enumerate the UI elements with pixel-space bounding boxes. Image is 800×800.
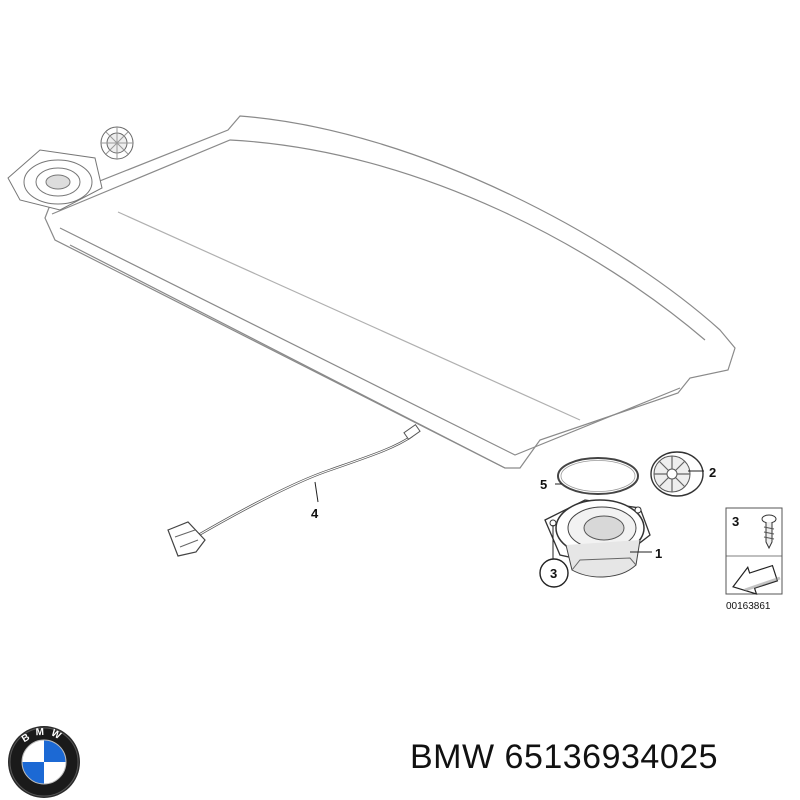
left-tweeter-grille — [100, 126, 134, 160]
tweeter-grille — [650, 451, 704, 497]
parcel-shelf — [44, 115, 736, 469]
legend-item-number: 3 — [732, 514, 739, 529]
callout-2: 2 — [709, 465, 716, 480]
midrange-speaker — [544, 499, 651, 578]
direction-arrow-icon — [732, 564, 781, 595]
leader-lines — [314, 470, 704, 560]
brand-part-line: BMW 65136934025 — [410, 738, 718, 777]
part-number: 65136934025 — [504, 738, 719, 776]
sealing-ring — [557, 457, 639, 495]
speaker-cable — [167, 424, 421, 557]
callout-3-circle — [539, 558, 569, 588]
diagram-ref-code: 00163861 — [726, 601, 771, 612]
bmw-roundel-icon: BMW — [6, 724, 82, 800]
callout-1: 1 — [655, 546, 662, 561]
callout-3: 3 — [550, 566, 557, 581]
brand-name: BMW — [410, 738, 495, 776]
legend-box: 3 — [725, 507, 783, 595]
callout-5: 5 — [540, 477, 547, 492]
callout-4: 4 — [311, 506, 319, 521]
left-speaker — [7, 149, 103, 211]
screw-icon — [761, 514, 777, 550]
